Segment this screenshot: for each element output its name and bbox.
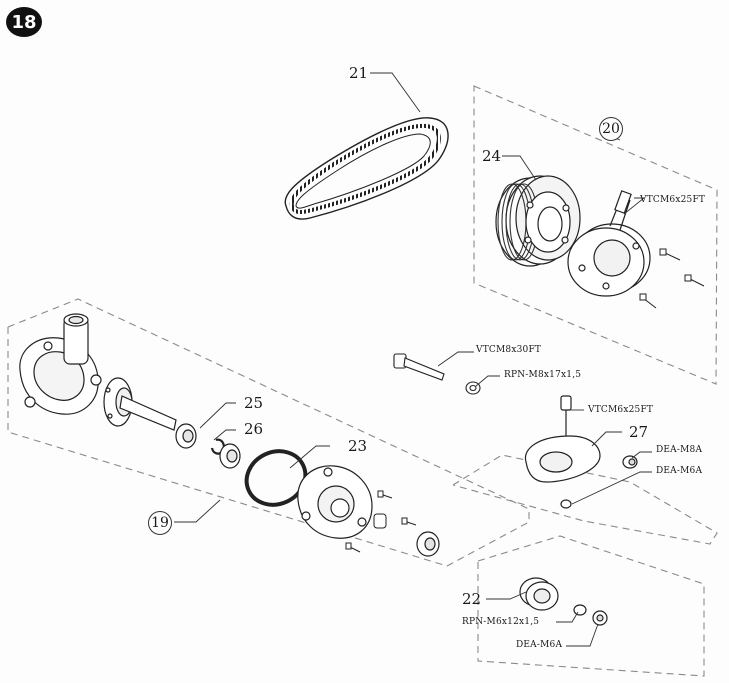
group-19-boundary (7, 298, 530, 567)
group-20-boundary (473, 85, 718, 385)
part-label-19: 19 (148, 511, 172, 535)
rear-cover (297, 465, 373, 539)
hardware-label-vtcm8x30ft: VTCM8x30FT (476, 345, 542, 355)
hardware-label-rpn-m8x17: RPN-M8x17x1,5 (504, 370, 582, 380)
part-label-20: 20 (599, 117, 623, 141)
hardware-label-dea-m8a: DEA-M8A (656, 445, 703, 455)
part-label-27: 27 (629, 423, 649, 441)
part-label-25: 25 (244, 394, 264, 412)
timing-belt (284, 117, 449, 220)
group-27-boundary (452, 454, 718, 545)
cover-screws (345, 490, 417, 553)
part-label-21: 21 (349, 64, 369, 82)
hardware-label-dea-m6a-idler: DEA-M6A (516, 640, 563, 650)
part-label-26: 26 (244, 420, 264, 438)
impeller-shaft (103, 377, 177, 431)
hardware-label-dea-m6a-arm: DEA-M6A (656, 466, 703, 476)
end-bearing (416, 531, 440, 557)
page-number-badge: 18 (6, 7, 42, 37)
bush-screws (639, 248, 705, 309)
hardware-label-vtcm6x25ft-arm: VTCM6x25FT (588, 405, 654, 415)
idler-pulley (519, 577, 608, 626)
hardware-label-vtcm6x25ft-bush: VTCM6x25FT (640, 195, 706, 205)
part-label-24: 24 (482, 147, 502, 165)
bearing (175, 423, 197, 449)
group-22-boundary (477, 535, 705, 677)
tensioner-bolt (393, 353, 481, 395)
tensioner-arm (524, 395, 638, 509)
hardware-label-rpn-m6x12: RPN-M6x12x1,5 (462, 617, 540, 627)
bearing-2 (219, 443, 241, 469)
taper-bush (567, 190, 651, 297)
o-ring (244, 449, 308, 507)
drive-pulley (495, 175, 581, 267)
part-label-22: 22 (462, 590, 482, 608)
pump-housing (19, 313, 102, 415)
leader-lines (174, 72, 652, 647)
part-label-23: 23 (348, 437, 368, 455)
